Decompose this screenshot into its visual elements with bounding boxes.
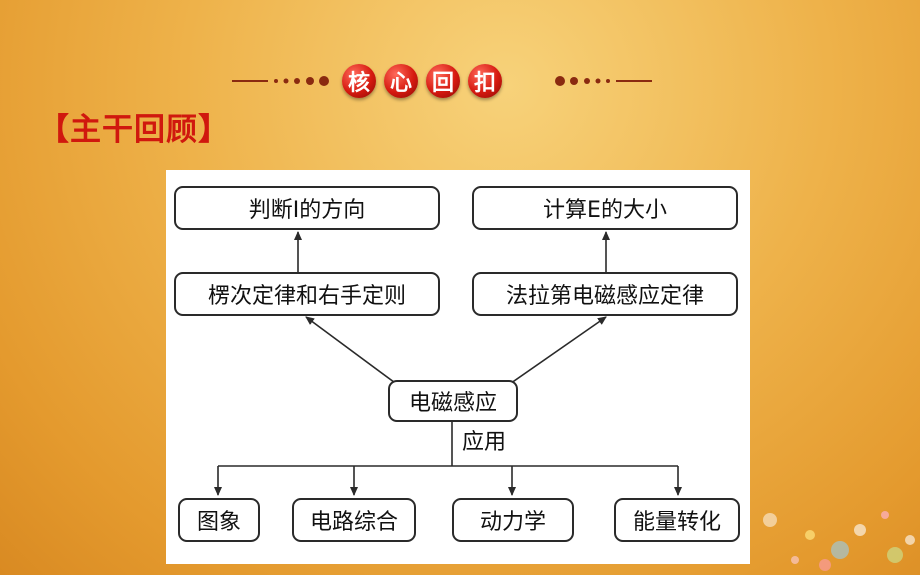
node-dynamics: 动力学 [452, 498, 574, 542]
node-magnitude-e: 计算E的大小 [472, 186, 738, 230]
header-badge: 回 [426, 64, 460, 98]
arrow-induction-to-lenz [305, 316, 403, 389]
header-badge: 心 [384, 64, 418, 98]
node-graphs: 图象 [178, 498, 260, 542]
arrow-induction-to-faraday [503, 316, 607, 389]
node-circuit: 电路综合 [292, 498, 416, 542]
node-lenz-law: 楞次定律和右手定则 [174, 272, 440, 316]
node-energy: 能量转化 [614, 498, 740, 542]
header-decoration [232, 76, 652, 86]
header-badge: 核 [342, 64, 376, 98]
node-faraday-law: 法拉第电磁感应定律 [472, 272, 738, 316]
decorative-bokeh [763, 511, 915, 571]
page-title: 【主干回顾】 [38, 112, 230, 148]
diagram-panel: 判断I的方向 计算E的大小 楞次定律和右手定则 法拉第电磁感应定律 电磁感应 应… [166, 170, 750, 564]
edge-label-apply: 应用 [462, 430, 507, 455]
node-em-induction: 电磁感应 [388, 380, 518, 422]
header-badge: 扣 [468, 64, 502, 98]
header-badges: 核 心 回 扣 [342, 64, 502, 98]
node-direction-i: 判断I的方向 [174, 186, 440, 230]
diagram-connectors [214, 231, 682, 496]
